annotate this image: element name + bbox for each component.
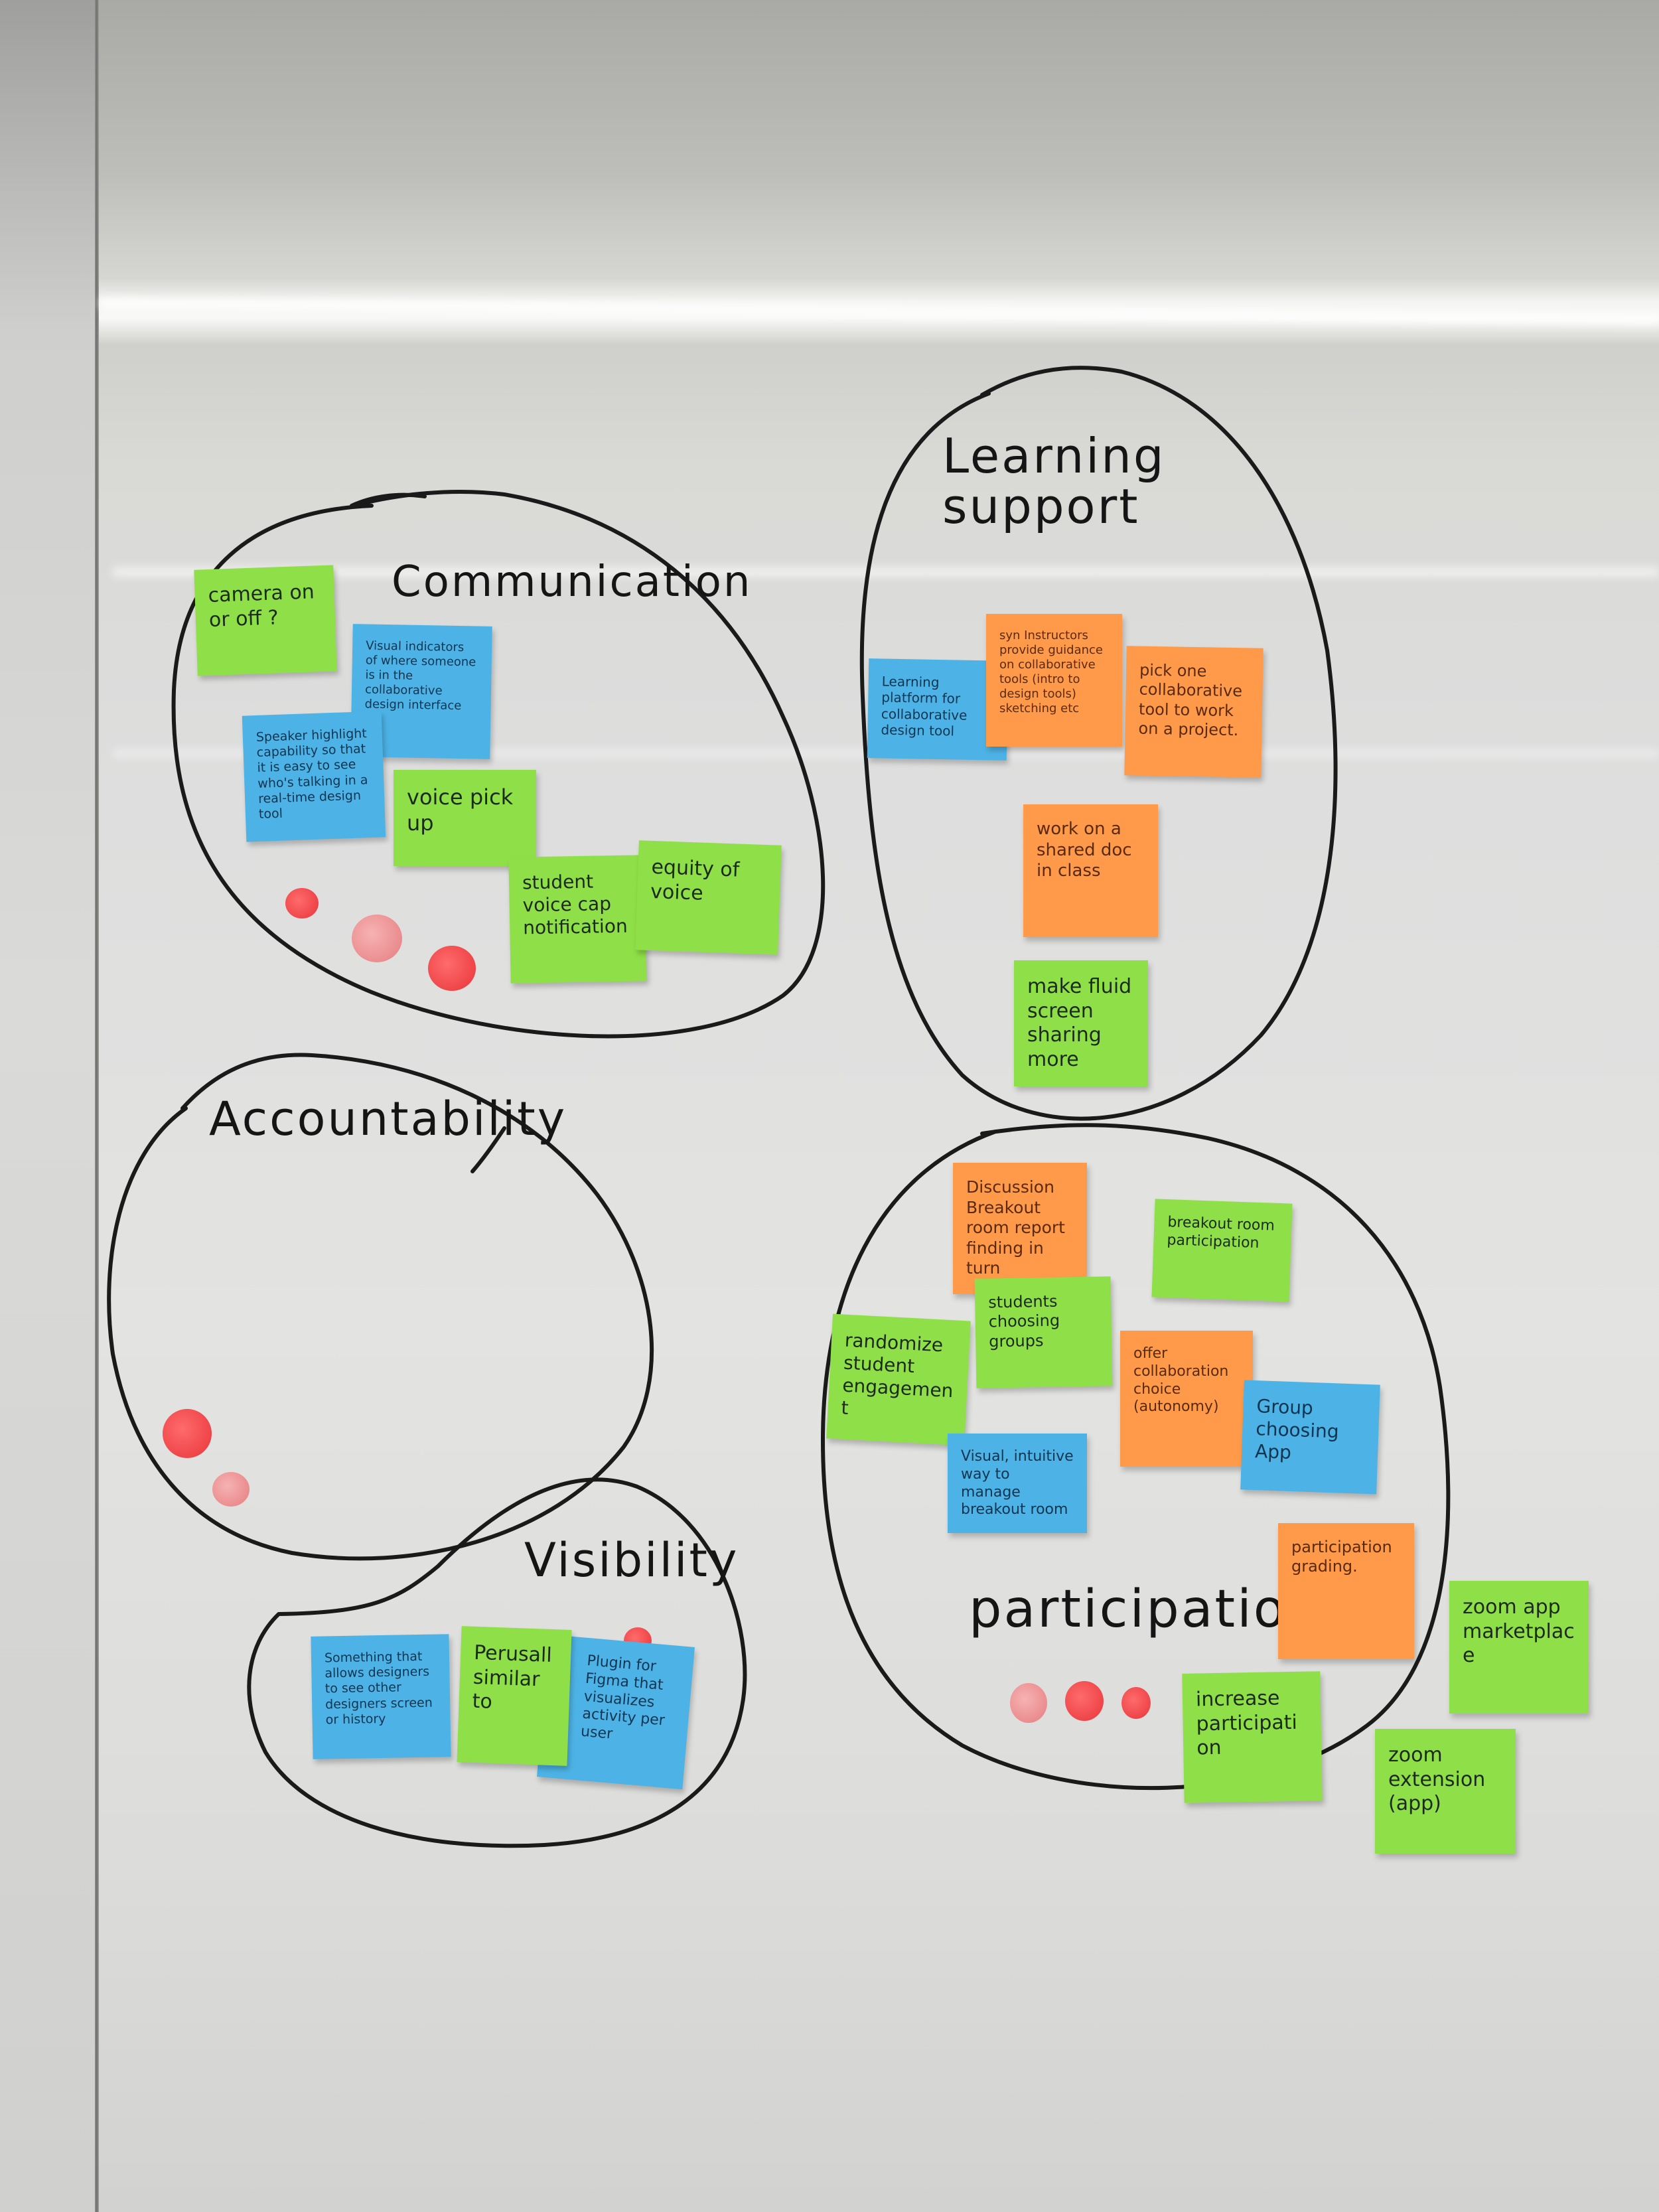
cluster-title-participation: participation	[969, 1580, 1322, 1639]
vote-dot	[352, 915, 402, 962]
sticky-note: pick one collaborative tool to work on a…	[1124, 646, 1263, 778]
vote-dot	[285, 888, 319, 919]
sticky-note: participation grading.	[1278, 1523, 1414, 1659]
sticky-note: student voice cap notification	[508, 855, 646, 984]
sticky-note: Perusall similar to	[457, 1626, 571, 1766]
sticky-note: equity of voice	[635, 840, 782, 954]
sticky-note: zoom extension (app)	[1375, 1729, 1516, 1854]
cluster-title-visibility: Visibility	[524, 1533, 739, 1587]
vote-dot	[428, 946, 476, 991]
sticky-note: offer collaboration choice (autonomy)	[1120, 1331, 1253, 1467]
sticky-note: Visual, intuitive way to manage breakout…	[948, 1434, 1087, 1533]
sticky-note: Discussion Breakout room report finding …	[953, 1163, 1087, 1294]
vote-dot	[163, 1409, 212, 1458]
sticky-note: Speaker highlight capability so that it …	[242, 711, 386, 842]
sticky-note: students choosing groups	[975, 1276, 1113, 1388]
vote-dot	[212, 1472, 250, 1507]
sticky-note: randomize student engagement	[826, 1314, 971, 1446]
sticky-note: increase participation	[1182, 1671, 1322, 1803]
sticky-note: syn Instructors provide guidance on coll…	[986, 614, 1122, 747]
sticky-note: breakout room participation	[1151, 1199, 1292, 1301]
vote-dot	[1121, 1687, 1151, 1719]
sticky-note: work on a shared doc in class	[1023, 804, 1158, 937]
sticky-note: voice pick up	[394, 770, 536, 866]
sticky-note: make fluid screen sharing more	[1014, 960, 1148, 1086]
sticky-note: Something that allows designers to see o…	[311, 1634, 451, 1759]
sticky-note: Group choosing App	[1240, 1380, 1380, 1494]
vote-dot	[1065, 1681, 1104, 1721]
vote-dot	[1010, 1683, 1047, 1723]
sticky-note: camera on or off ?	[194, 565, 336, 676]
cluster-title-communication: Communication	[392, 557, 752, 607]
cluster-title-learning-support: Learning support	[942, 431, 1161, 532]
cluster-title-accountability: Accountability	[209, 1092, 567, 1146]
sticky-note: zoom app marketplace	[1449, 1581, 1589, 1714]
